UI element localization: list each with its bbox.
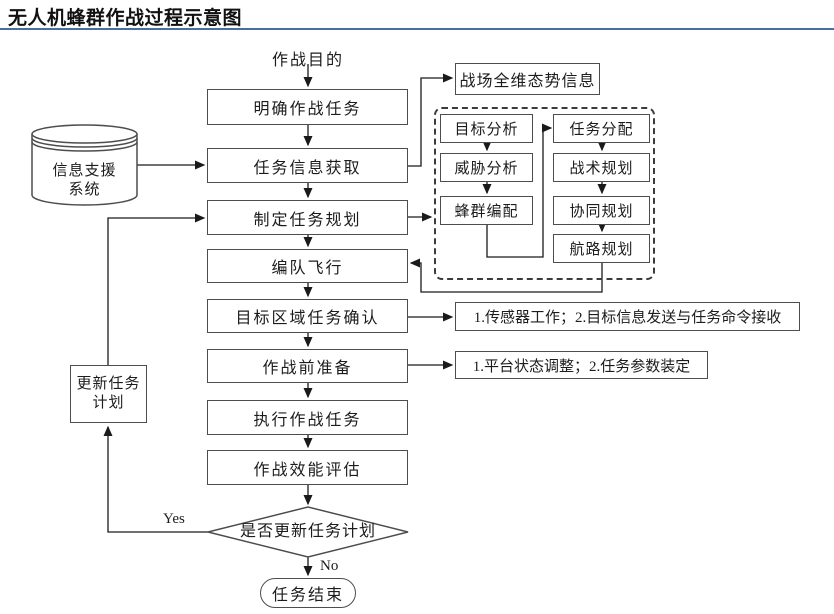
step-clarify-mission: 明确作战任务 (207, 89, 408, 125)
datastore-label-line1: 信息支援 (52, 162, 117, 179)
planning-task-allocation: 任务分配 (553, 114, 650, 143)
end-terminator-label: 任务结束 (271, 587, 344, 604)
planning-target-analysis-label: 目标分析 (454, 122, 519, 138)
step-target-confirm-label: 目标区域任务确认 (235, 310, 380, 327)
step-mission-planning-label: 制定任务规划 (253, 211, 362, 229)
planning-swarm-allocation: 蜂群编配 (440, 196, 533, 225)
step-formation-flight: 编队飞行 (207, 249, 408, 283)
step-formation-flight-label: 编队飞行 (271, 260, 344, 277)
planning-threat-analysis: 威胁分析 (440, 153, 533, 182)
arrow-update-to-plan (107, 213, 206, 365)
planning-cooperative-planning-label: 协同规划 (569, 204, 634, 220)
datastore-label: 信息支援 系统 (34, 160, 135, 202)
step-info-acquisition: 任务信息获取 (207, 148, 408, 183)
arrow-swarm-to-task-allocation (486, 123, 553, 258)
planning-route-planning-label: 航路规划 (569, 242, 634, 258)
arrow-info-to-situation (408, 73, 454, 167)
annotation-platform-adjust: 1.平台状态调整；2.任务参数装定 (455, 351, 708, 379)
title-divider (0, 28, 834, 30)
planning-threat-analysis-label: 威胁分析 (454, 161, 519, 177)
annotation-sensor-work: 1.传感器工作；2.目标信息发送与任务命令接收 (455, 302, 800, 331)
decision-no-label: No (320, 558, 339, 574)
decision-label: 是否更新任务计划 (239, 522, 376, 540)
step-effect-assessment: 作战效能评估 (207, 450, 408, 485)
arrow-decision-yes-to-update (103, 425, 208, 533)
start-label: 作战目的 (271, 52, 344, 69)
planning-task-allocation-label: 任务分配 (569, 122, 634, 138)
step-pre-combat-prep: 作战前准备 (207, 349, 408, 383)
planning-group-container (434, 107, 655, 280)
update-plan-box: 更新任务 计划 (70, 365, 147, 423)
step-execute-mission-label: 执行作战任务 (253, 411, 362, 429)
situation-info-box: 战场全维态势信息 (455, 63, 600, 95)
planning-route-planning: 航路规划 (553, 234, 650, 263)
step-info-acquisition-label: 任务信息获取 (253, 159, 362, 177)
situation-info-label: 战场全维态势信息 (459, 73, 596, 90)
planning-tactical-planning: 战术规划 (553, 153, 650, 182)
datastore-label-line2: 系统 (68, 182, 101, 198)
planning-swarm-allocation-label: 蜂群编配 (454, 204, 519, 220)
update-plan-line2: 计划 (92, 395, 125, 411)
annotation-sensor-work-label: 1.传感器工作；2.目标信息发送与任务命令接收 (473, 310, 782, 326)
step-effect-assessment-label: 作战效能评估 (253, 461, 362, 479)
arrow-route-to-formation (409, 258, 603, 293)
planning-cooperative-planning: 协同规划 (553, 196, 650, 225)
planning-tactical-planning-label: 战术规划 (569, 161, 634, 177)
page-title: 无人机蜂群作战过程示意图 (8, 8, 243, 29)
annotation-platform-adjust-label: 1.平台状态调整；2.任务参数装定 (472, 358, 691, 375)
decision-yes-label: Yes (163, 511, 185, 527)
step-execute-mission: 执行作战任务 (207, 400, 408, 435)
end-terminator: 任务结束 (260, 578, 356, 608)
update-plan-line1: 更新任务 (76, 376, 141, 393)
step-target-confirm: 目标区域任务确认 (207, 299, 408, 333)
step-clarify-mission-label: 明确作战任务 (253, 101, 362, 118)
step-pre-combat-prep-label: 作战前准备 (262, 360, 353, 377)
planning-target-analysis: 目标分析 (440, 114, 533, 143)
decision-diamond (207, 506, 409, 558)
datastore-cylinder (31, 124, 138, 206)
step-mission-planning: 制定任务规划 (207, 200, 408, 235)
